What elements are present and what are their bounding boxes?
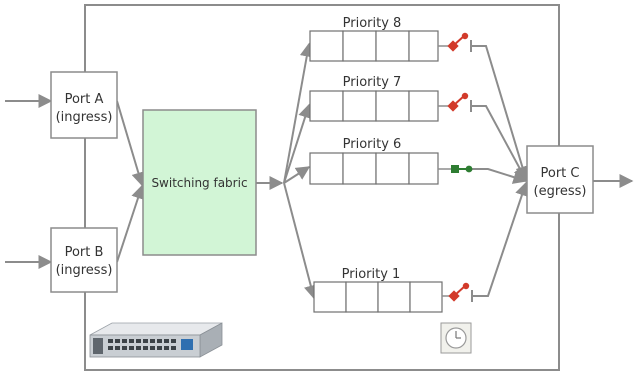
queue-priority-8 [309,30,439,62]
port-b-name: Port B [65,245,104,260]
gate-open-icon [442,282,470,302]
queue-cell [408,152,439,185]
gate-closed-icon [438,165,473,173]
port-b-role: (ingress) [56,263,113,278]
queue-priority-1 [313,281,443,313]
queue-cell [345,281,379,313]
gate-to-port-c-8 [471,45,530,181]
queue-priority-7 [309,90,439,122]
queue-label-priority-8: Priority 8 [343,16,402,31]
switching-fabric-box [142,109,257,256]
queue-cell [375,152,410,185]
gate-open-icon [438,32,469,52]
queue-cell [375,90,410,122]
queue-cell [408,30,439,62]
queue-label-priority-7: Priority 7 [343,75,402,90]
queue-cell [342,30,377,62]
link-a-to-fabric [116,100,146,187]
queue-priority-6 [309,152,439,185]
clock-icon [440,322,472,354]
port-b-box [50,227,118,293]
queue-label-priority-1: Priority 1 [342,267,401,282]
queue-label-priority-6: Priority 6 [343,137,402,152]
port-c-name: Port C [541,166,580,181]
queue-cell [309,90,344,122]
fanout-priority-8 [283,42,314,184]
port-a-box [50,71,118,139]
queue-cell [309,30,344,62]
queue-cell [342,152,377,185]
queue-cell [408,90,439,122]
port-a-role: (ingress) [56,110,113,125]
queue-cell [409,281,443,313]
network-switch-image [89,322,223,358]
link-b-to-fabric [116,184,145,263]
port-c-role: (egress) [534,184,587,199]
gate-to-port-c-6 [472,168,528,184]
queue-cell [342,90,377,122]
fanout-priority-6 [283,166,311,184]
fanout-priority-1 [283,182,318,300]
port-a-name: Port A [65,92,104,107]
port-c-box [526,145,594,214]
queue-cell [375,30,410,62]
queue-cell [313,281,347,313]
fanout-priority-7 [283,103,312,184]
gate-to-port-c-1 [472,181,529,297]
queue-cell [309,152,344,185]
gate-to-port-c-7 [471,105,527,182]
queue-cell [377,281,411,313]
switching-fabric-label: Switching fabric [151,176,247,190]
